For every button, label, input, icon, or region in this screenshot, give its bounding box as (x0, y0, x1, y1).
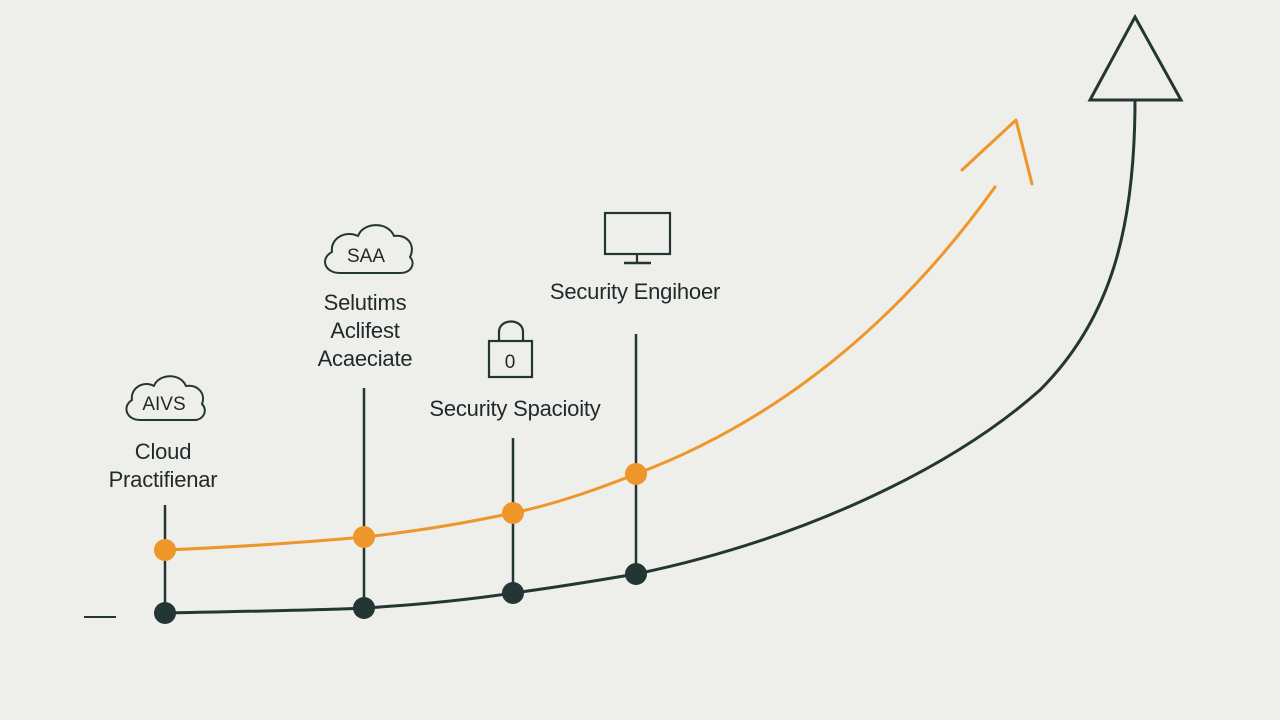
milestone-1-orange-node (154, 539, 176, 561)
cloud-icon: AIVS (125, 375, 206, 421)
milestone-2-label: Selutims Aclifest Acaeciate (290, 289, 440, 373)
cloud-icon: SAA (324, 224, 414, 274)
padlock-icon: 0 (487, 320, 534, 379)
milestone-3-orange-node (502, 502, 524, 524)
milestone-2-label-line2: Aclifest (330, 318, 400, 343)
milestone-3-label-line1: Security Spacioity (429, 396, 601, 421)
milestone-1-label-line1: Cloud (134, 439, 192, 464)
milestone-1-label-line2: Practifienar (108, 467, 218, 492)
milestone-4-label: Security Engihoer (515, 278, 755, 306)
milestone-3-label: Security Spacioity (395, 395, 635, 423)
monitor-icon (603, 211, 672, 265)
cloud-icon-text: AIVS (142, 394, 185, 415)
milestone-2-orange-node (353, 526, 375, 548)
milestone-4-label-line1: Security Engihoer (549, 279, 721, 304)
orange-arrow-head (960, 118, 1034, 186)
milestone-1-dark-node (154, 602, 176, 624)
milestone-4-orange-node (625, 463, 647, 485)
milestone-4-dark-node (625, 563, 647, 585)
milestone-2-label-line1: Selutims (323, 290, 407, 315)
milestone-2-dark-node (353, 597, 375, 619)
milestone-2-label-line3: Acaeciate (317, 346, 413, 371)
milestone-1-label: Cloud Practifienar (88, 438, 238, 494)
padlock-icon-text: 0 (505, 352, 516, 373)
cloud-icon-text: SAA (347, 246, 385, 267)
triangle-icon (1087, 13, 1184, 102)
orange-growth-path (163, 185, 997, 552)
milestone-3-dark-node (502, 582, 524, 604)
